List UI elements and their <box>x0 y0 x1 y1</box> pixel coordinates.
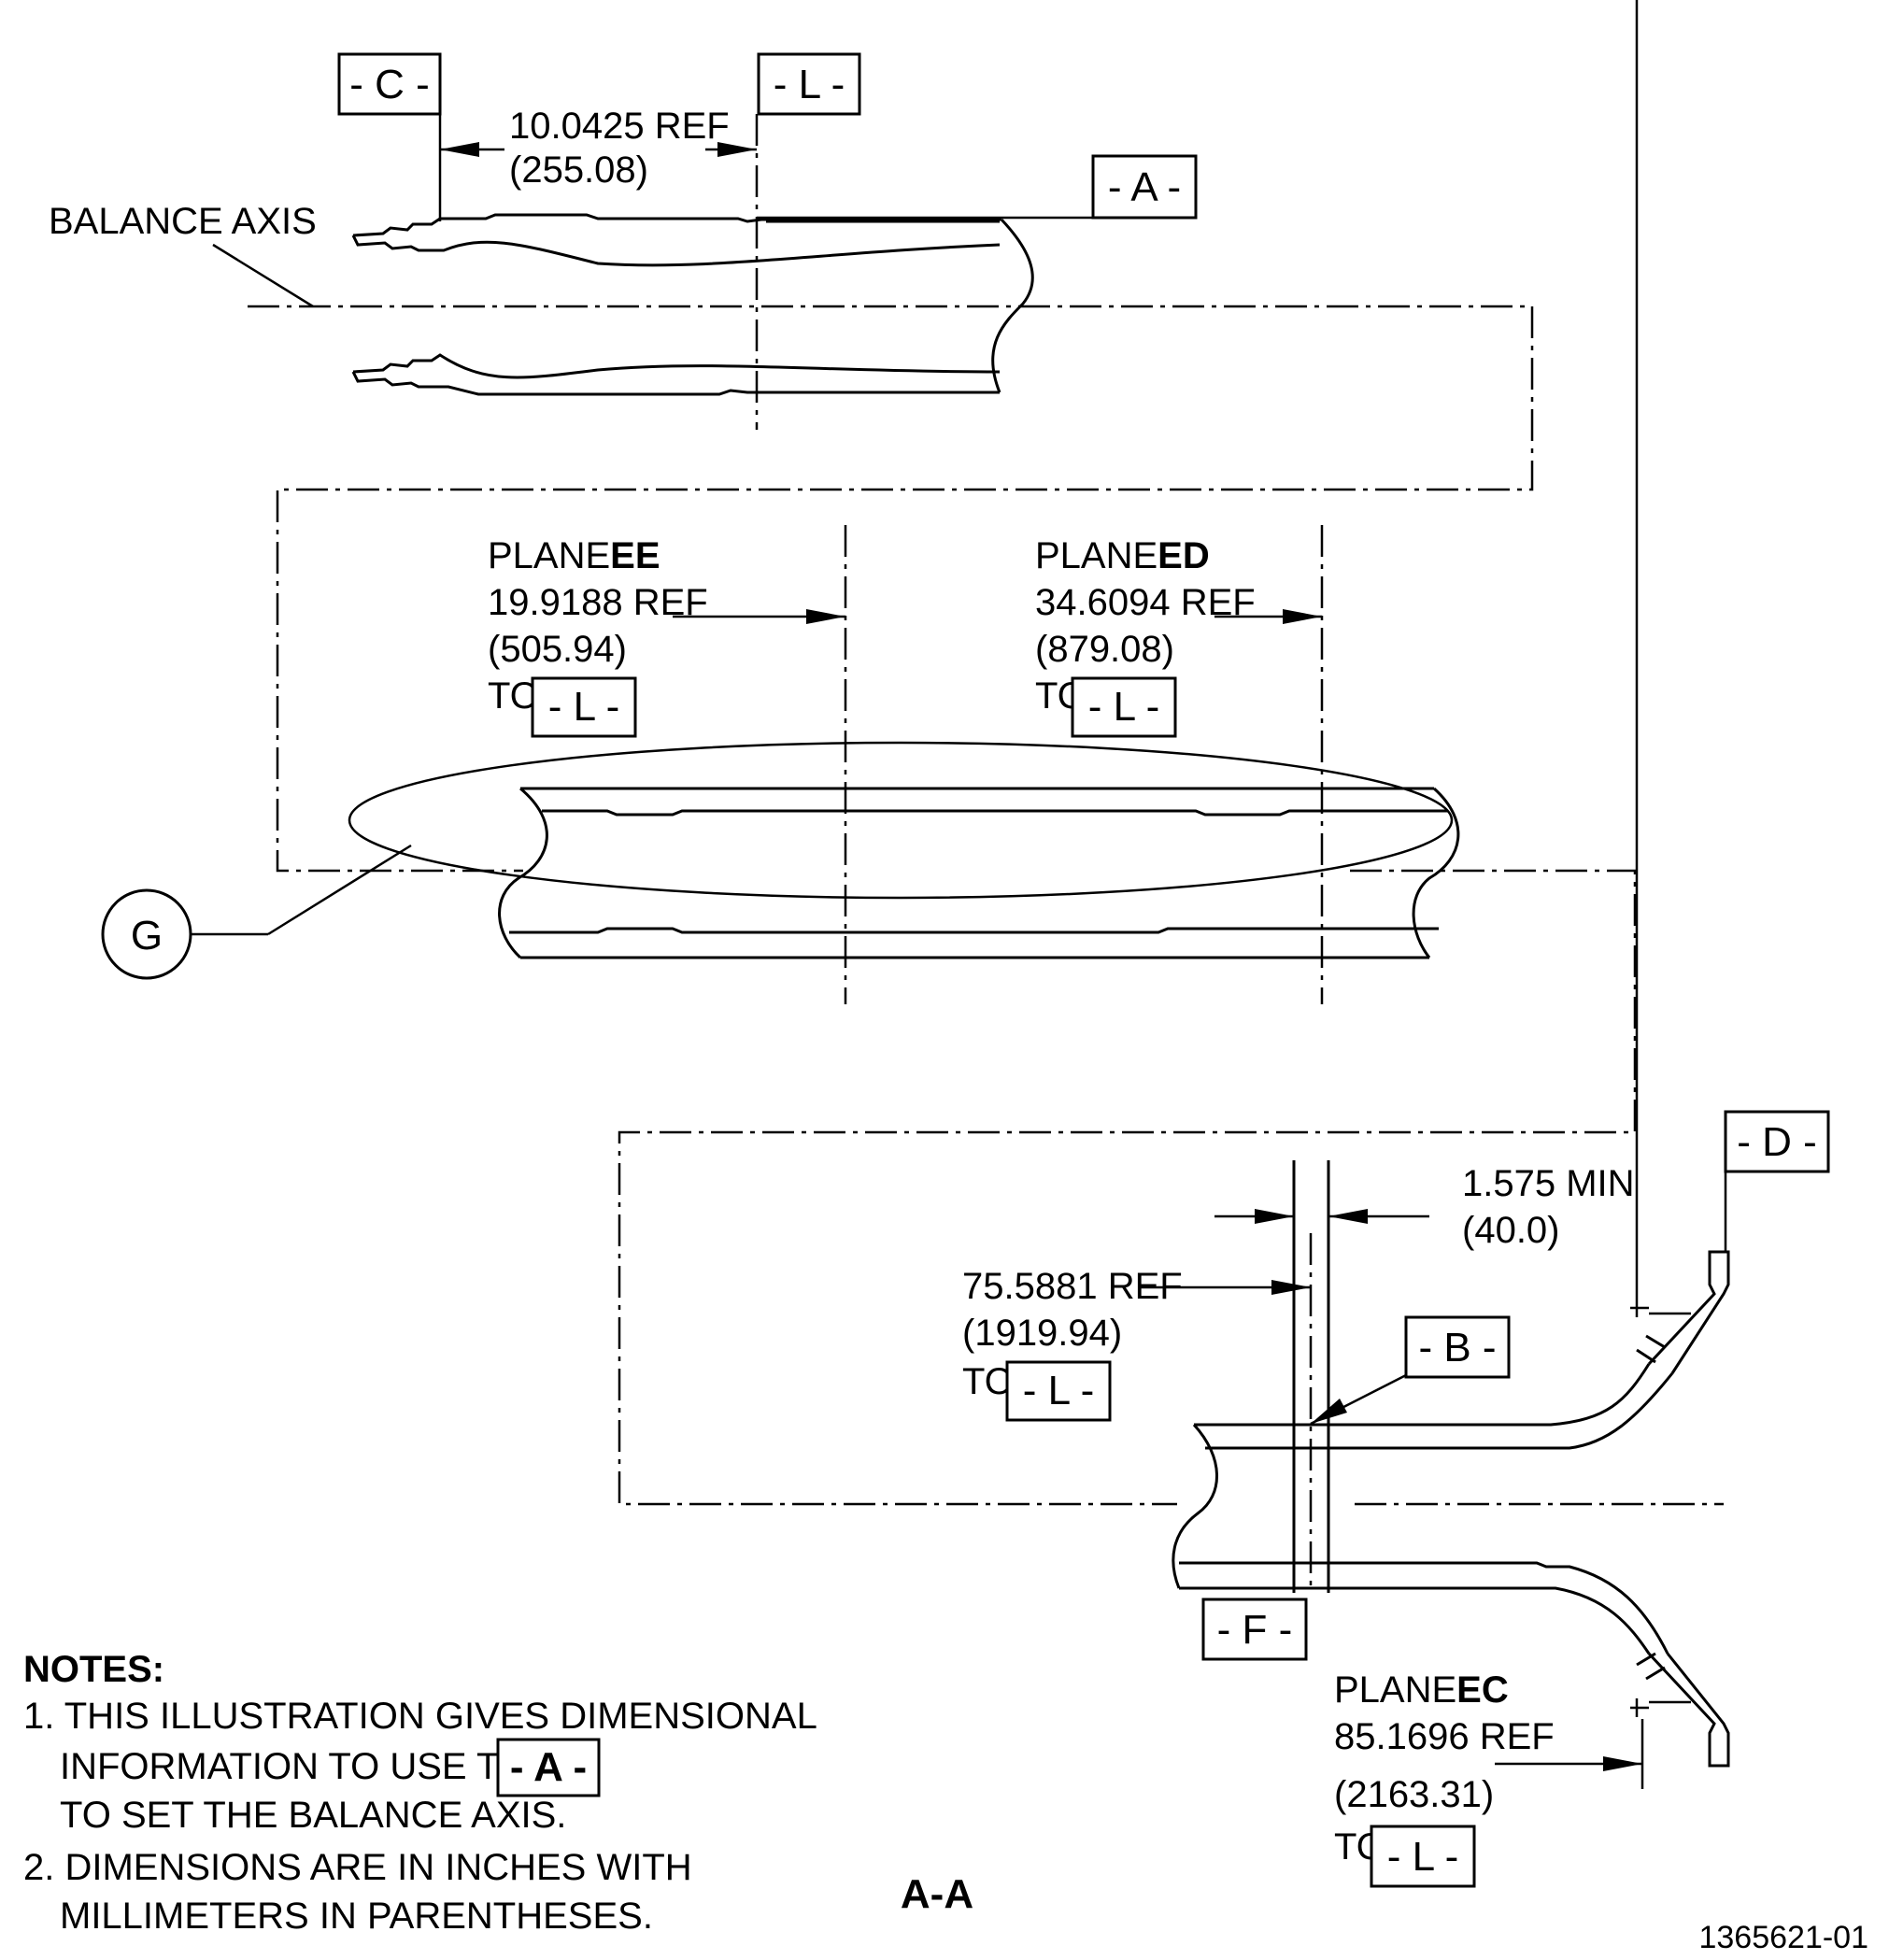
note-1-line-1: 1. THIS ILLUSTRATION GIVES DIMENSIONAL <box>23 1696 817 1737</box>
aft-shaft-top-inner <box>1205 1372 1674 1450</box>
dim-b-arrowhead <box>1271 1280 1311 1295</box>
mid-shaft-bottom-inner <box>509 927 1439 934</box>
mid-shaft-left-break <box>498 787 548 959</box>
plane-ee-arrowhead <box>806 609 845 624</box>
dim-arrow-right <box>717 142 757 157</box>
aft-shaft-bottom-inner <box>1179 1561 1669 1655</box>
min-dim-inches: 1.575 MIN <box>1462 1163 1635 1204</box>
figure-id: 1365621-01 <box>1698 1920 1868 1955</box>
datum-l-label-ec: - L - <box>1387 1834 1459 1880</box>
dim-label-bg <box>504 105 705 191</box>
aft-shaft-section: 1.575 MIN (40.0) 75.5881 REF (1919.94) T… <box>962 0 1830 1888</box>
note-datum-a-box <box>496 1738 601 1797</box>
lower-shaft-outer <box>351 371 1000 396</box>
datum-d-label: - D - <box>1737 1119 1817 1165</box>
datum-l-box-ec <box>1370 1825 1476 1888</box>
plane-ec-id: EC <box>1456 1669 1509 1711</box>
datum-l-label-top: - L - <box>774 62 845 107</box>
dim-b-mm: (1919.94) <box>962 1313 1122 1354</box>
datum-l-label-b: - L - <box>1023 1368 1095 1413</box>
detail-g-leader <box>267 844 412 936</box>
detail-g-circle <box>101 888 192 980</box>
plane-ed-title: PLANEED <box>1035 535 1210 576</box>
mid-shaft-right-break <box>1412 787 1460 959</box>
datum-f-box <box>1201 1598 1308 1661</box>
middle-shaft-section: PLANEEE 19.9188 REF (505.94) TO - L - PL… <box>101 525 1460 1004</box>
lower-shaft-inner <box>352 353 1001 379</box>
datum-l-box-ee <box>531 676 637 738</box>
datum-l-label-ee: - L - <box>548 684 620 730</box>
plane-ee-to: TO <box>488 675 539 717</box>
upper-shaft-outer <box>352 213 1001 237</box>
balance-axis-leader <box>212 243 314 308</box>
plane-ed-mm: (879.08) <box>1035 629 1174 670</box>
min-dim-mm: (40.0) <box>1462 1210 1560 1251</box>
plane-ec-arrowhead <box>1603 1756 1642 1771</box>
upper-flange-ticks <box>1636 1334 1666 1364</box>
mid-shaft-top-inner <box>542 809 1448 817</box>
plane-ee-title: PLANEEE <box>488 535 660 576</box>
datum-d-box <box>1724 1110 1830 1173</box>
dim-c-to-l-mm: (255.08) <box>509 149 648 191</box>
datum-f-label: - F - <box>1217 1607 1293 1653</box>
datum-l-box-b <box>1005 1360 1112 1422</box>
plane-ee-inches: 19.9188 REF <box>488 582 708 623</box>
detail-g-label: G <box>131 913 163 959</box>
plane-ec-title: PLANEEC <box>1334 1669 1509 1711</box>
dim-c-to-l-inches: 10.0425 REF <box>509 106 730 147</box>
frame-1 <box>276 306 1534 873</box>
break-frames <box>276 306 1724 1506</box>
plane-ec-inches: 85.1696 REF <box>1334 1716 1555 1757</box>
datum-l-label-ed: - L - <box>1088 684 1160 730</box>
plane-ec-prefix: PLANE <box>1334 1669 1456 1711</box>
balance-axis-label: BALANCE AXIS <box>49 201 317 242</box>
note-2-line-2: MILLIMETERS IN PARENTHESES. <box>60 1896 653 1937</box>
plane-ec-mm: (2163.31) <box>1334 1774 1494 1815</box>
datum-b-box <box>1404 1315 1511 1379</box>
frame-2 <box>618 869 1637 1506</box>
note-1-line-3: TO SET THE BALANCE AXIS. <box>60 1795 566 1836</box>
datum-l-box-ed <box>1071 676 1177 738</box>
aft-shaft-left-break <box>1172 1423 1218 1589</box>
datum-c-label: - C - <box>349 62 430 107</box>
note-2-line-1: 2. DIMENSIONS ARE IN INCHES WITH <box>23 1847 692 1888</box>
shaft-break-line-top <box>991 218 1034 393</box>
plane-ee-mm: (505.94) <box>488 629 627 670</box>
datum-l-box-top <box>757 52 861 116</box>
plane-ed-id: ED <box>1158 535 1210 576</box>
notes-heading: NOTES: <box>23 1649 164 1690</box>
min-dim-right-arrow <box>1328 1209 1368 1224</box>
upper-flange-arm <box>1647 1250 1730 1374</box>
min-dim-left-arrow <box>1255 1209 1294 1224</box>
forward-shaft-section: - C - - L - - A - 10.0425 REF (255.08) B… <box>49 52 1532 430</box>
datum-b-arrowhead <box>1311 1399 1347 1424</box>
datum-c-box <box>337 52 442 116</box>
note-datum-a-label: - A - <box>510 1744 587 1790</box>
note-1-line-2: INFORMATION TO USE THE <box>60 1746 551 1787</box>
dim-arrow-left <box>440 142 479 157</box>
dim-b-to: TO <box>962 1361 1014 1402</box>
notes-block: NOTES: 1. THIS ILLUSTRATION GIVES DIMENS… <box>23 1649 817 1937</box>
section-label: A-A <box>901 1871 973 1917</box>
datum-b-label: - B - <box>1418 1325 1496 1371</box>
datum-a-label: - A - <box>1108 164 1181 210</box>
detail-g-ellipse <box>348 741 1454 900</box>
upper-shaft-inner <box>351 234 1001 267</box>
lower-flange-ticks <box>1636 1652 1666 1681</box>
plane-ed-arrowhead <box>1283 609 1322 624</box>
aft-shaft-bottom-outer <box>1179 1586 1651 1655</box>
lower-flange-arm <box>1647 1652 1730 1768</box>
plane-ed-prefix: PLANE <box>1035 535 1158 576</box>
plane-ee-prefix: PLANE <box>488 535 610 576</box>
aft-shaft-top-outer <box>1194 1363 1651 1427</box>
plane-ee-id: EE <box>610 535 660 576</box>
